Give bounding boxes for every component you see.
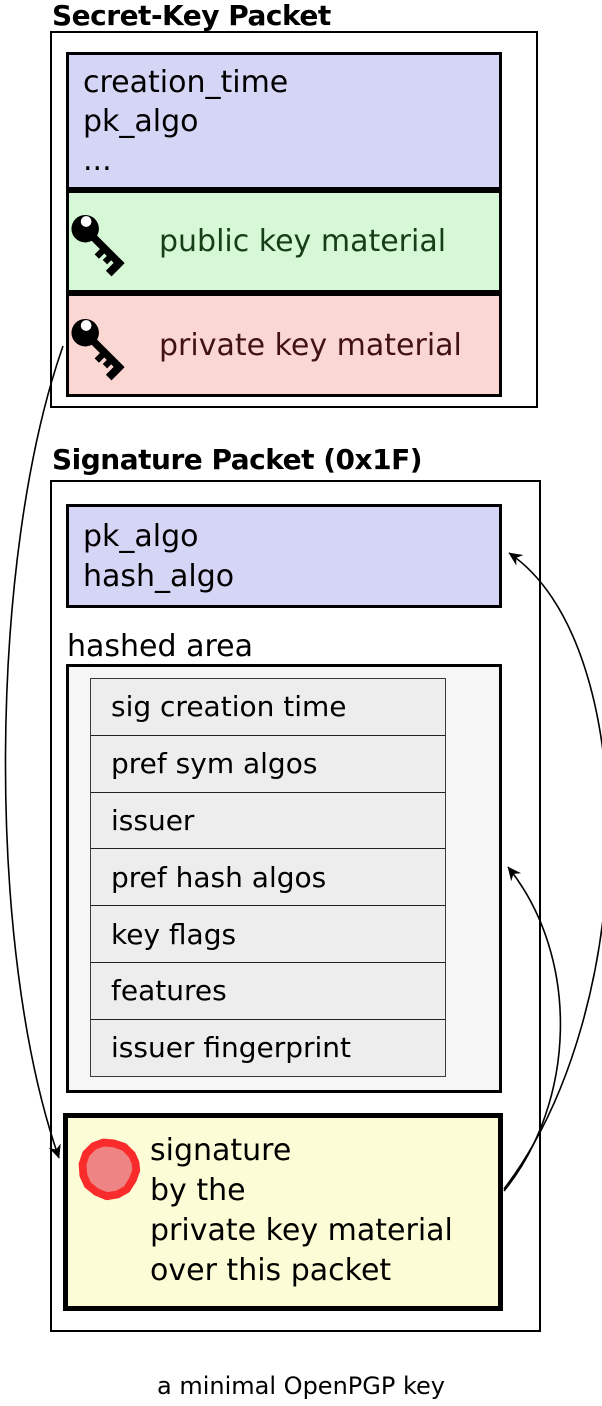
subpacket-row: features: [91, 963, 445, 1020]
field-hash-algo: hash_algo: [83, 559, 235, 594]
diagram-caption: a minimal OpenPGP key: [157, 1372, 445, 1400]
signature-algo-fields-box: pk_algo hash_algo: [66, 504, 502, 608]
field-pk-algo: pk_algo: [83, 519, 199, 554]
subpacket-row: issuer fingerprint: [111, 1031, 352, 1065]
signature-box: signature by the private key material ov…: [63, 1113, 503, 1311]
seal-icon: [73, 1126, 151, 1218]
public-key-material-box: public key material: [66, 190, 502, 293]
signature-line: over this packet: [150, 1253, 392, 1288]
public-key-material-label: public key material: [159, 224, 447, 259]
subpacket-row: pref sym algos: [91, 736, 445, 793]
subpacket-row: key flags: [91, 906, 445, 963]
hashed-area-label: hashed area: [67, 629, 253, 664]
secret-key-packet-title: Secret-Key Packet: [52, 0, 331, 32]
secret-key-header-fields-box: creation_time pk_algo ...: [66, 52, 502, 190]
field-pk-algo: pk_algo: [83, 104, 199, 139]
signature-line: private key material: [150, 1213, 453, 1248]
secret-key-header-fields: creation_time pk_algo ...: [69, 55, 499, 180]
private-key-material-box: private key material: [66, 293, 502, 397]
subpacket-row: pref hash algos: [91, 849, 445, 907]
signature-line: signature: [150, 1133, 292, 1168]
field-creation-time: creation_time: [83, 65, 289, 100]
subpacket-row: issuer: [91, 793, 445, 850]
signature-text: signature by the private key material ov…: [150, 1131, 453, 1291]
key-icon: [71, 202, 149, 282]
private-key-material-label: private key material: [159, 328, 462, 363]
field-ellipsis: ...: [83, 143, 112, 178]
key-icon: [71, 306, 149, 386]
hashed-area-box: sig creation time pref sym algos issuer …: [66, 664, 502, 1093]
subpacket-table: sig creation time pref sym algos issuer …: [90, 678, 446, 1077]
signature-packet-title: Signature Packet (0x1F): [52, 443, 423, 476]
signature-algo-fields: pk_algo hash_algo: [69, 507, 499, 597]
signature-line: by the: [150, 1173, 246, 1208]
subpacket-row: sig creation time: [91, 679, 445, 736]
